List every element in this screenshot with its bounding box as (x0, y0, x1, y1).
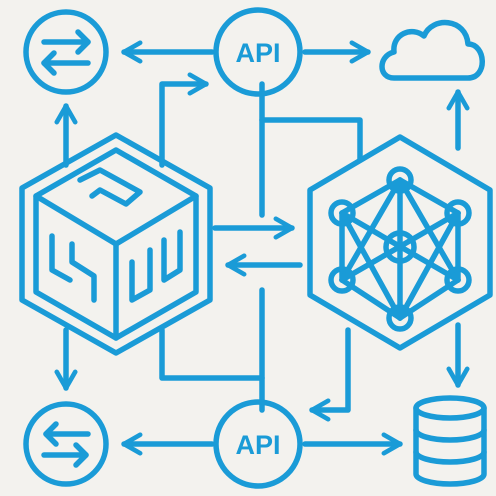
api-bottom-label: API (235, 430, 280, 460)
api-bottom-node: API (213, 399, 303, 489)
sync-bottom-node (23, 401, 109, 487)
connectors (54, 40, 470, 456)
sync-top-node (23, 9, 109, 95)
api-top-label: API (235, 38, 280, 68)
neural-network-icon (307, 134, 493, 351)
cloud-icon (379, 19, 485, 81)
api-top-node: API (213, 7, 303, 97)
arrow-cube-to-api-top (159, 72, 209, 168)
swap-arrows-icon (41, 29, 91, 76)
database-icon (413, 395, 487, 487)
link-to-network-top (259, 117, 363, 163)
network-edges (339, 177, 461, 321)
cube-circuit-icon (19, 132, 213, 356)
link-cube-bottom (159, 327, 265, 381)
arrow-network-to-api-bottom (309, 327, 351, 422)
swap-arrows-icon (41, 421, 91, 468)
network-nodes (328, 166, 472, 332)
